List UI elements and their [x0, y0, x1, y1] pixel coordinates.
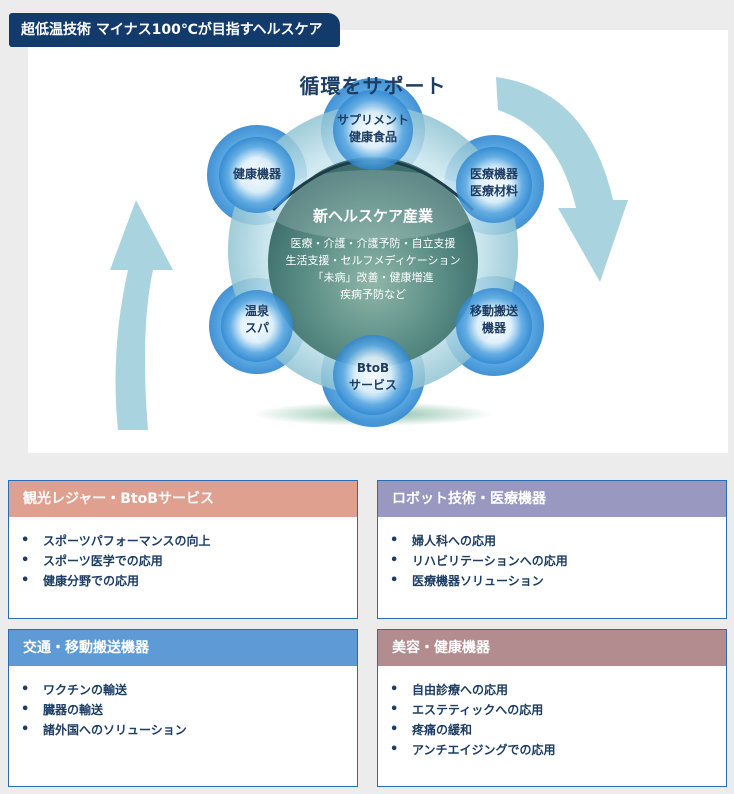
list-item: ワクチンの輸送	[21, 680, 357, 700]
node-label-lower-right: 移動搬送機器	[469, 304, 518, 335]
core-line: 医療・介護・介護予防・自立支援	[290, 237, 456, 250]
card-list: スポーツパフォーマンスの向上 スポーツ医学での応用 健康分野での応用	[9, 517, 357, 591]
card-title: ロボット技術・医療機器	[378, 481, 726, 517]
node-label-upper-left: 健康機器	[232, 167, 281, 181]
list-item: アンチエイジングでの応用	[390, 740, 726, 760]
core-line: 「未病」改善・健康増進	[312, 271, 434, 284]
list-item: スポーツパフォーマンスの向上	[21, 531, 357, 551]
card-transport: 交通・移動搬送機器 ワクチンの輸送 臓器の輸送 諸外国へのソリューション	[8, 629, 358, 787]
card-title: 交通・移動搬送機器	[9, 630, 357, 666]
card-title: 美容・健康機器	[378, 630, 726, 666]
list-item: エステティックへの応用	[390, 700, 726, 720]
list-item: 臓器の輸送	[21, 700, 357, 720]
cycle-arrow-left	[110, 200, 173, 430]
node-label-top: サプリメント健康食品	[336, 113, 409, 144]
list-item: 自由診療への応用	[390, 680, 726, 700]
list-item: 諸外国へのソリューション	[21, 720, 357, 740]
list-item: 医療機器ソリューション	[390, 571, 726, 591]
list-item: 疼痛の緩和	[390, 720, 726, 740]
node-label-upper-right: 医療機器医療材料	[469, 167, 518, 198]
cycle-diagram	[110, 77, 628, 430]
card-beauty: 美容・健康機器 自由診療への応用 エステティックへの応用 疼痛の緩和 アンチエイ…	[377, 629, 727, 787]
card-tourism: 観光レジャー・BtoBサービス スポーツパフォーマンスの向上 スポーツ医学での応…	[8, 480, 358, 619]
core-highlight	[263, 170, 483, 240]
card-title: 観光レジャー・BtoBサービス	[9, 481, 357, 517]
list-item: 婦人科への応用	[390, 531, 726, 551]
header-title: 超低温技術 マイナス100℃が目指すヘルスケア	[9, 13, 340, 47]
card-list: 自由診療への応用 エステティックへの応用 疼痛の緩和 アンチエイジングでの応用	[378, 666, 726, 760]
card-robotics: ロボット技術・医療機器 婦人科への応用 リハビリテーションへの応用 医療機器ソリ…	[377, 480, 727, 619]
core-line: 疾病予防など	[340, 288, 406, 301]
card-list: 婦人科への応用 リハビリテーションへの応用 医療機器ソリューション	[378, 517, 726, 591]
core-line: 生活支援・セルフメディケーション	[285, 254, 461, 267]
list-item: リハビリテーションへの応用	[390, 551, 726, 571]
diagram-panel: 循環をサポート サプリメント健康食品 健康機器 医療機器医療材料 温泉スパ 移動…	[28, 30, 728, 453]
list-item: スポーツ医学での応用	[21, 551, 357, 571]
cycle-arrow-right	[496, 77, 628, 282]
node-label-lower-left: 温泉スパ	[244, 304, 269, 335]
cycle-title: 循環をサポート	[299, 74, 447, 98]
core-circle	[268, 157, 478, 367]
list-item: 健康分野での応用	[21, 571, 357, 591]
card-list: ワクチンの輸送 臓器の輸送 諸外国へのソリューション	[9, 666, 357, 740]
core-title: 新ヘルスケア産業	[312, 207, 433, 225]
